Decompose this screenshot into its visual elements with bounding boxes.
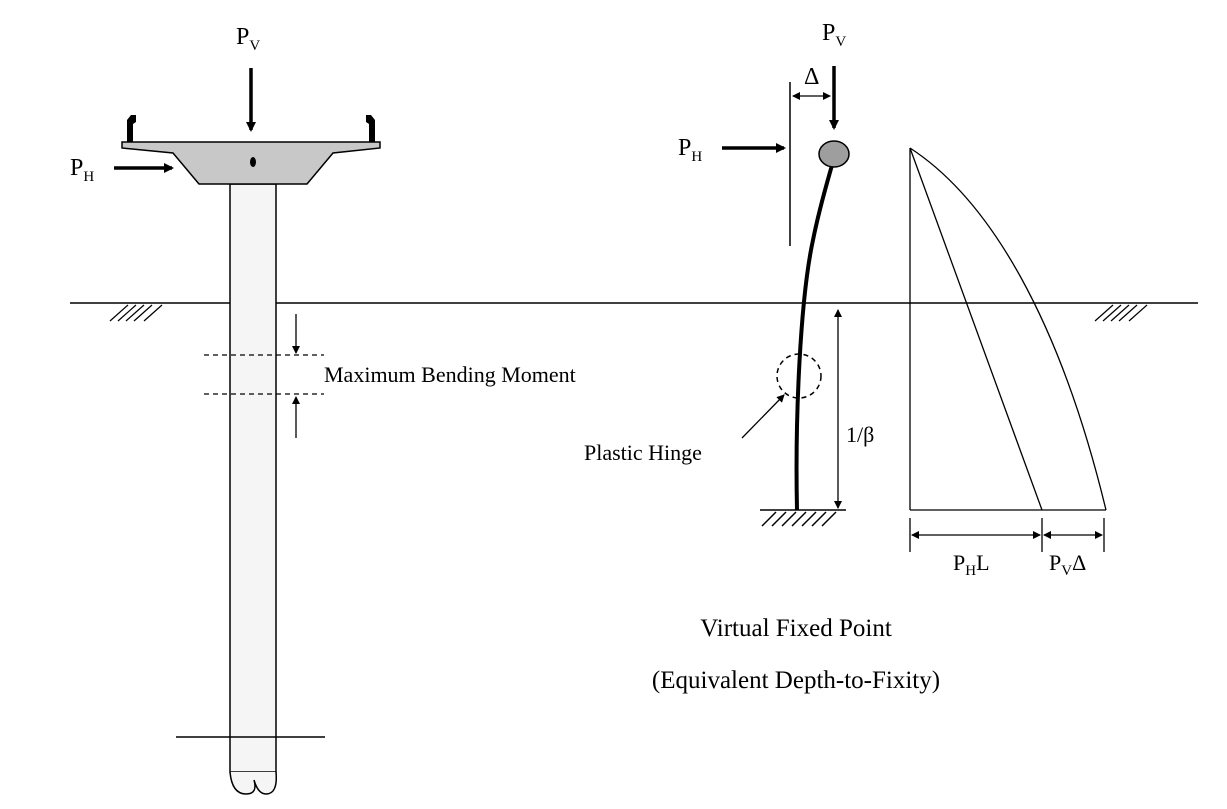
deflected-pile [794,157,836,511]
depth-label: 1/β [846,422,874,447]
caption-line2: (Equivalent Depth-to-Fixity) [652,667,940,694]
fixed-support [760,509,846,527]
moment-diagram [909,147,1107,511]
plastic-hinge-circle [776,353,822,399]
delta-label: Δ [804,64,819,90]
ground-hatch-right [1094,304,1148,322]
pile-head-mass [818,140,850,168]
max-moment-zone [204,314,324,438]
ph-label-right: PH [678,135,702,165]
plastic-hinge-label: Plastic Hinge [584,440,702,465]
moment-dimensions [909,518,1105,552]
ph-label-left: PH [70,155,94,185]
moment-pv-label: PVΔ [1049,550,1086,579]
moment-ph-label: PHL [953,550,990,579]
caption-line1: Virtual Fixed Point [700,615,892,642]
pile-column [176,183,325,795]
pier-cap [121,115,381,185]
pv-label-right: PV [822,20,846,50]
plastic-hinge-leader [741,394,785,439]
ground-hatch-left [109,304,163,322]
pv-label-left: PV [236,24,260,54]
max-moment-label: Maximum Bending Moment [324,362,576,387]
